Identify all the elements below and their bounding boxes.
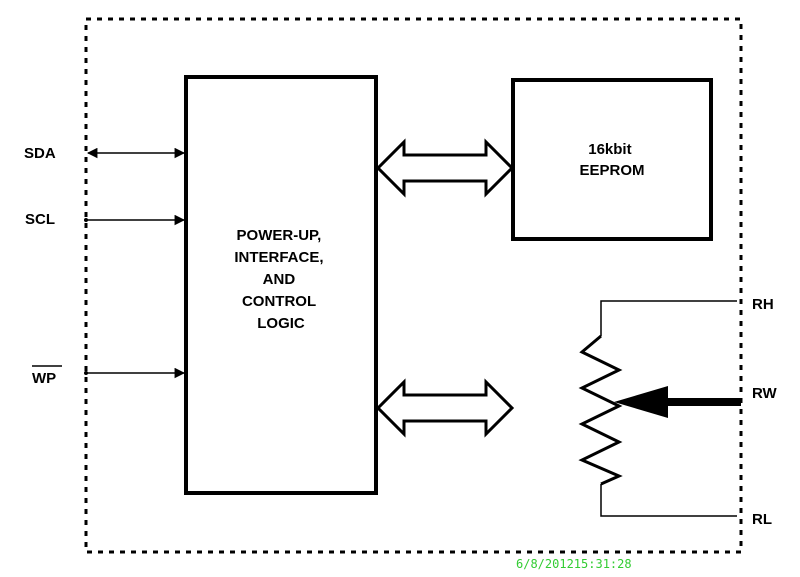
resistor-zigzag — [578, 334, 623, 486]
rl-lead — [600, 484, 737, 517]
eeprom-bus-arrow — [375, 138, 515, 198]
control-line: LOGIC — [257, 315, 305, 332]
control-logic-label: POWER-UP, INTERFACE, AND CONTROL LOGIC — [234, 227, 327, 332]
wiper-arrowhead — [614, 386, 668, 418]
control-logic-block — [184, 75, 378, 495]
pin-label-rl: RL — [752, 511, 772, 528]
control-line: CONTROL — [242, 293, 316, 310]
pin-label-rh: RH — [752, 296, 774, 313]
pin-label-wp: WP — [32, 370, 56, 387]
control-line: INTERFACE, — [234, 249, 323, 266]
rh-lead — [600, 300, 737, 336]
timestamp: 6/8/201215:31:28 — [516, 557, 632, 571]
pot-bus-arrow — [375, 378, 515, 438]
control-line: AND — [263, 271, 296, 288]
eeprom-block — [511, 78, 713, 241]
pin-label-sda: SDA — [24, 145, 56, 162]
control-line: POWER-UP, — [237, 227, 322, 244]
eeprom-label: 16kbit EEPROM — [579, 141, 644, 179]
eeprom-line: 16kbit — [588, 141, 631, 158]
pin-label-scl: SCL — [25, 211, 55, 228]
eeprom-line: EEPROM — [579, 162, 644, 179]
pin-label-rw: RW — [752, 385, 778, 402]
